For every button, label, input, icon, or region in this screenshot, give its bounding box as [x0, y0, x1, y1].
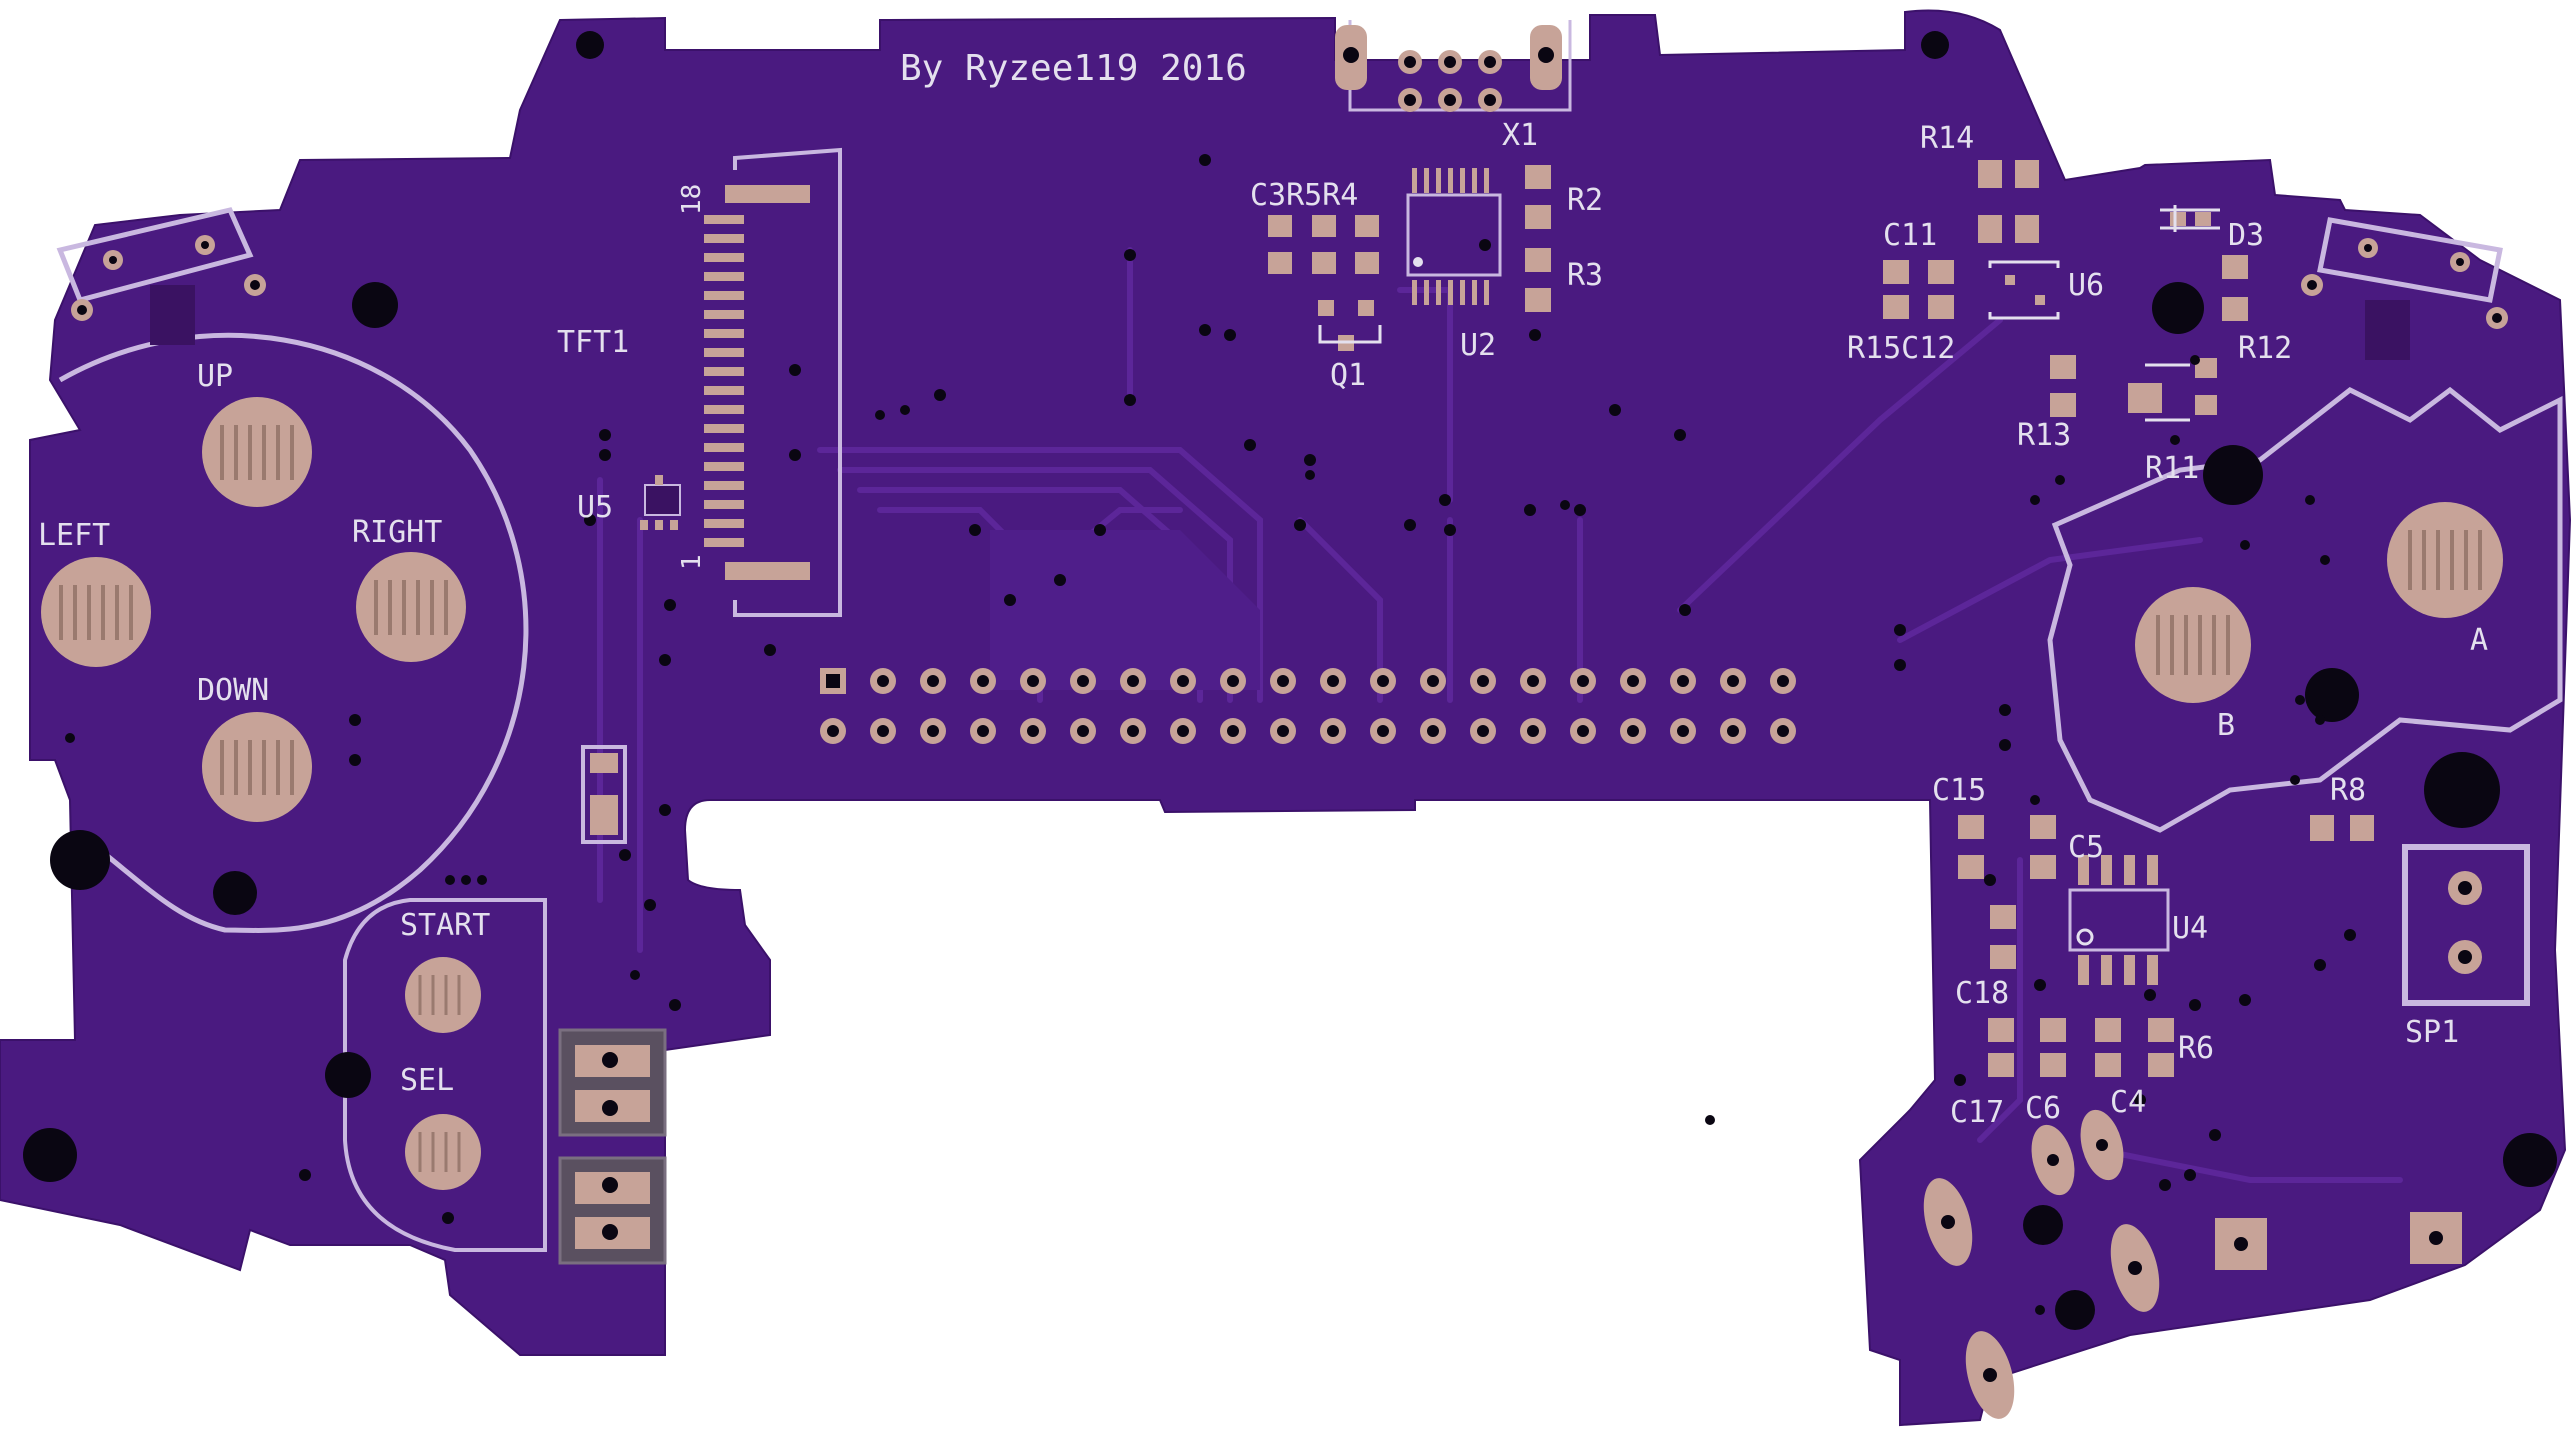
- label-r8: R8: [2330, 773, 2366, 808]
- copper-pour: [990, 530, 1260, 690]
- dpad-button-down[interactable]: [202, 712, 312, 822]
- label-left: LEFT: [38, 518, 110, 553]
- speaker-connector-sp1: [2402, 844, 2530, 1006]
- label-d3: D3: [2228, 218, 2264, 253]
- label-b: B: [2217, 708, 2235, 743]
- label-c17: C17: [1950, 1095, 2004, 1130]
- dpad-outline: [58, 332, 529, 933]
- label-r6: R6: [2178, 1031, 2214, 1066]
- label-c6: C6: [2025, 1091, 2061, 1126]
- usb-connector-x1: [1335, 20, 1572, 112]
- ab-outline: [2047, 386, 2563, 833]
- shoulder-switch-left: [56, 207, 266, 345]
- label-up: UP: [197, 359, 233, 394]
- tactile-switch-1[interactable]: [558, 1028, 667, 1137]
- label-r14: R14: [1920, 121, 1974, 156]
- mounting-hole: [213, 871, 257, 915]
- a-button[interactable]: [2387, 502, 2503, 618]
- label-u2: U2: [1460, 328, 1496, 363]
- mounting-hole: [23, 1128, 77, 1182]
- b-button[interactable]: [2135, 587, 2251, 703]
- label-start: START: [400, 908, 490, 943]
- label-r15c12: R15C12: [1847, 331, 1955, 366]
- tft-connector: [704, 147, 842, 617]
- label-c5: C5: [2068, 830, 2104, 865]
- trace-bus: [1977, 857, 2023, 1143]
- u4-ic: [2068, 855, 2170, 985]
- label-a: A: [2470, 623, 2488, 658]
- start-select-outline: [343, 898, 547, 1252]
- label-c4: C4: [2110, 1085, 2146, 1120]
- smd-pads: [1268, 160, 2374, 1077]
- trace-bus: [2097, 1147, 2403, 1183]
- mounting-holes: [23, 31, 2557, 1330]
- label-r13: R13: [2017, 418, 2071, 453]
- q1-transistor: [1318, 325, 1382, 344]
- silkscreen-labels: By Ryzee119 2016 UP LEFT RIGHT DOWN STAR…: [38, 48, 2488, 1130]
- start-button[interactable]: [405, 957, 481, 1033]
- mounting-hole: [50, 830, 110, 890]
- label-c3r5r4: C3R5R4: [1250, 178, 1358, 213]
- select-button[interactable]: [405, 1114, 481, 1190]
- mounting-hole: [2203, 445, 2263, 505]
- mounting-hole: [576, 31, 604, 59]
- label-r11: R11: [2145, 451, 2199, 486]
- label-r12: R12: [2238, 331, 2292, 366]
- mounting-hole: [2503, 1133, 2557, 1187]
- mounting-hole: [325, 1052, 371, 1098]
- dpad-button-up[interactable]: [202, 397, 312, 507]
- label-r3: R3: [1567, 258, 1603, 293]
- u2-ic: [1406, 168, 1502, 305]
- d3-led: [2160, 205, 2220, 232]
- slide-switch[interactable]: [581, 745, 627, 844]
- label-tft1: TFT1: [557, 325, 629, 360]
- oval-pads: [1923, 1109, 2462, 1419]
- label-select: SEL: [400, 1063, 454, 1098]
- vias: [65, 154, 2356, 1315]
- board-credit: By Ryzee119 2016: [900, 48, 1247, 89]
- shoulder-switch-right: [2301, 217, 2508, 360]
- gpio-header: [820, 668, 1796, 744]
- trace-bus: [1677, 317, 2003, 613]
- label-u4: U4: [2172, 911, 2208, 946]
- dpad-button-right[interactable]: [356, 552, 466, 662]
- label-c11: C11: [1883, 218, 1937, 253]
- label-c18: C18: [1955, 976, 2009, 1011]
- mounting-hole: [1921, 31, 1949, 59]
- trace-bus: [1897, 537, 2203, 643]
- label-right: RIGHT: [352, 515, 442, 550]
- label-sp1: SP1: [2405, 1015, 2459, 1050]
- label-q1: Q1: [1330, 358, 1366, 393]
- label-pin-18: 18: [677, 184, 707, 215]
- mounting-hole: [2055, 1290, 2095, 1330]
- label-r2: R2: [1567, 183, 1603, 218]
- mounting-hole: [2305, 668, 2359, 722]
- mounting-hole: [2152, 282, 2204, 334]
- u6-ic: [1988, 260, 2060, 320]
- tactile-switch-2[interactable]: [558, 1156, 667, 1265]
- dpad-button-left[interactable]: [41, 557, 151, 667]
- u5-ic: [640, 475, 681, 530]
- label-down: DOWN: [197, 673, 269, 708]
- label-c15: C15: [1932, 773, 1986, 808]
- label-u5: U5: [577, 490, 613, 525]
- trace-bus: [1297, 517, 1383, 703]
- mounting-hole: [352, 282, 398, 328]
- label-u6: U6: [2068, 268, 2104, 303]
- mounting-hole: [2424, 752, 2500, 828]
- label-x1: X1: [1502, 118, 1538, 153]
- label-pin-1: 1: [677, 554, 707, 570]
- mounting-hole: [2023, 1205, 2063, 1245]
- r11-footprint: [2145, 363, 2190, 422]
